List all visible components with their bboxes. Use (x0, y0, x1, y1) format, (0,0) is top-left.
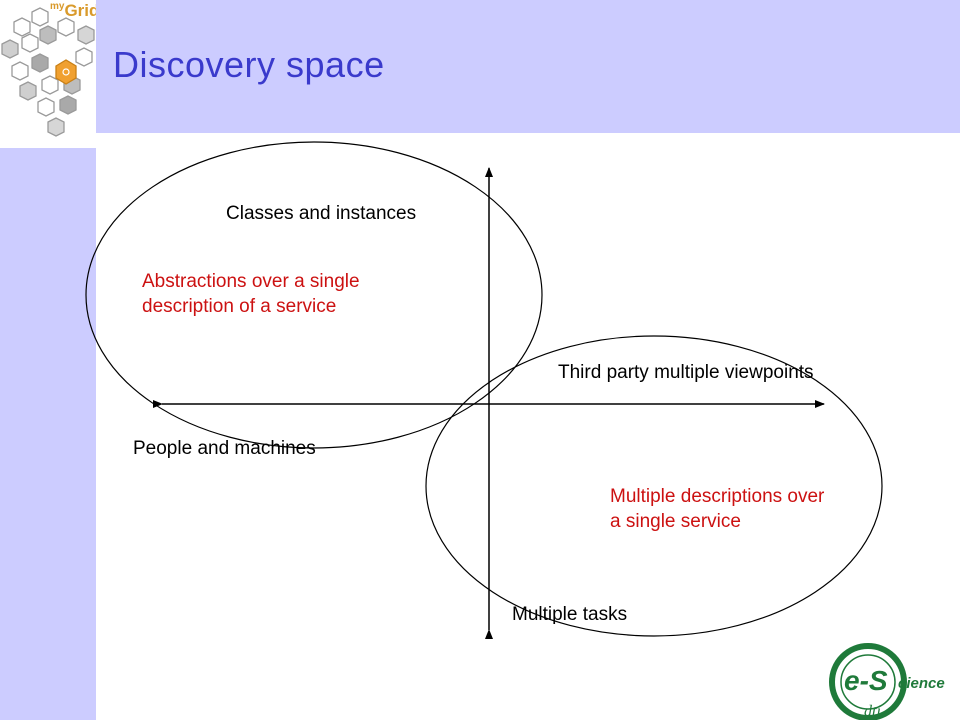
slide-title: Discovery space (113, 44, 385, 85)
hexagon-cluster-icon (1, 7, 95, 137)
label-third-party-viewpoints: Third party multiple viewpoints (558, 362, 814, 383)
label-abstractions: Abstractions over a single description o… (142, 271, 360, 317)
brand-main: Grid (64, 1, 96, 20)
label-classes-and-instances: Classes and instances (226, 203, 417, 224)
label-people-and-machines: People and machines (133, 438, 316, 459)
upper-ellipse (85, 141, 543, 449)
badge-main-text: e-S (844, 665, 888, 696)
badge-suffix-text: cience (898, 675, 945, 692)
badge-sub-text: dti (864, 703, 881, 720)
title-band (96, 0, 960, 133)
mygrid-wordmark: myGrid (50, 1, 96, 21)
e-science-badge: e-S cience dti (828, 640, 960, 721)
label-multiple-tasks: Multiple tasks (512, 604, 628, 625)
mygrid-logo: myGrid (0, 0, 96, 148)
lower-ellipse (425, 335, 883, 637)
label-multiple-descriptions: Multiple descriptions over a single serv… (610, 486, 825, 532)
e-science-seal-icon: e-S cience dti (829, 643, 945, 721)
brand-prefix: my (50, 1, 65, 12)
